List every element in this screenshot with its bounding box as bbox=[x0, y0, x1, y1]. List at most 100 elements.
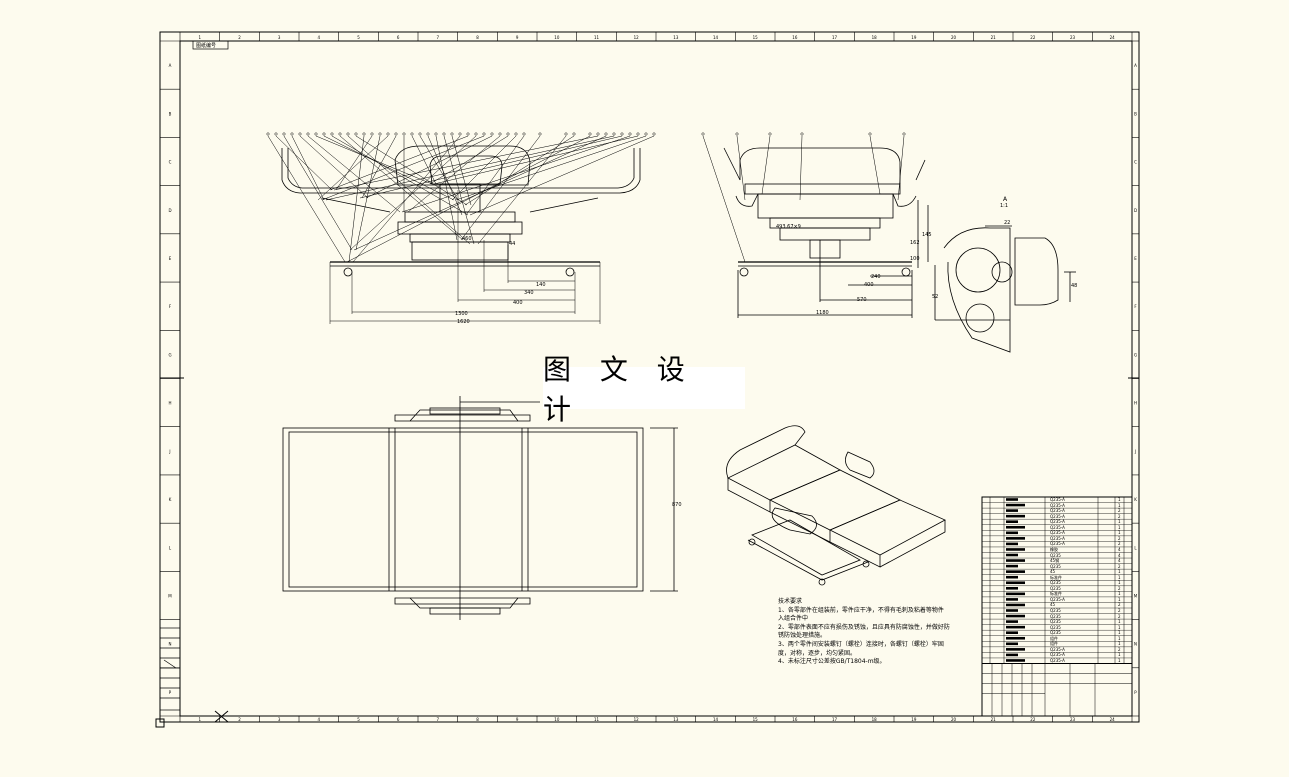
zone-number-bottom: 9 bbox=[516, 717, 519, 722]
plan-top-view bbox=[282, 396, 678, 620]
bom-qty-cell: 1 bbox=[1118, 519, 1121, 525]
bom-material-cell: Q235 bbox=[1050, 624, 1061, 630]
bom-material-cell: 组件 bbox=[1050, 635, 1058, 641]
bom-material-cell: 45钢 bbox=[1050, 558, 1060, 564]
zone-number-top: 20 bbox=[951, 35, 957, 40]
zone-letter-left: N bbox=[169, 642, 172, 647]
bom-qty-cell: 1 bbox=[1118, 652, 1121, 658]
zone-letter-left: A bbox=[169, 63, 172, 68]
bom-material-cell: Q235-A bbox=[1050, 524, 1065, 530]
bom-qty-cell: 2 bbox=[1118, 541, 1121, 547]
technical-requirements: 技术要求 1、各零部件在组装前，零件应干净，不得有毛刺及粘着等物件 入组合件中 … bbox=[778, 598, 950, 667]
dimension-label: 100 bbox=[910, 256, 920, 262]
dimension-label: 1300 bbox=[455, 311, 468, 317]
zone-number-top: 23 bbox=[1070, 35, 1076, 40]
zone-number-bottom: 24 bbox=[1110, 717, 1116, 722]
bom-material-cell: Q235 bbox=[1050, 613, 1061, 619]
zone-number-bottom: 3 bbox=[278, 717, 281, 722]
zone-number-top: 9 bbox=[516, 35, 519, 40]
requirement-line: 3、两个零件间安装螺钉（螺栓）连接时，各螺钉（螺栓）牢固 bbox=[778, 640, 944, 648]
bom-qty-cell: 1 bbox=[1118, 596, 1121, 602]
dimension-label: 145 bbox=[922, 232, 932, 238]
zone-number-bottom: 21 bbox=[991, 717, 997, 722]
bom-material-cell: Q235-A bbox=[1050, 530, 1065, 536]
bom-qty-cell: 1 bbox=[1118, 641, 1121, 647]
requirement-line: 入组合件中 bbox=[778, 615, 809, 623]
bom-qty-cell: 2 bbox=[1118, 613, 1121, 619]
bom-material-cell: Q235-A bbox=[1050, 541, 1065, 547]
zone-number-top: 12 bbox=[634, 35, 640, 40]
zone-number-bottom: 2 bbox=[238, 717, 241, 722]
zone-letter-right: G bbox=[1134, 352, 1137, 357]
bom-qty-cell: 4 bbox=[1118, 552, 1121, 558]
bom-qty-cell: 4 bbox=[1118, 558, 1121, 564]
dimension-label: 460 bbox=[462, 236, 472, 242]
balloon-leaders-side bbox=[701, 132, 906, 263]
zone-letter-left: M bbox=[168, 593, 172, 598]
zone-number-bottom: 8 bbox=[476, 717, 479, 722]
technical-requirements-title: 技术要求 bbox=[778, 598, 803, 605]
requirement-line: 2、零部件表面不应有损伤及锈蚀，且应具有防腐蚀性，并做好防 bbox=[778, 623, 950, 631]
zone-letter-left: F bbox=[169, 304, 172, 309]
bom-qty-cell: 1 bbox=[1118, 574, 1121, 580]
zone-letter-right: E bbox=[1134, 256, 1137, 261]
zone-number-top: 5 bbox=[357, 35, 360, 40]
zone-number-bottom: 5 bbox=[357, 717, 360, 722]
zone-letter-left: P bbox=[169, 690, 172, 695]
zone-number-bottom: 18 bbox=[872, 717, 878, 722]
zone-number-bottom: 14 bbox=[713, 717, 719, 722]
dimension-label: 1620 bbox=[457, 319, 470, 325]
balloon-leaders-front bbox=[266, 132, 656, 263]
zone-number-bottom: 12 bbox=[634, 717, 640, 722]
zone-number-bottom: 16 bbox=[792, 717, 798, 722]
dimension-label: 400 bbox=[513, 300, 523, 306]
zone-number-top: 14 bbox=[713, 35, 719, 40]
detail-view-scale: 1:1 bbox=[1000, 203, 1009, 209]
bom-qty-cell: 1 bbox=[1118, 530, 1121, 536]
zone-letter-right: H bbox=[1134, 401, 1137, 406]
bom-qty-cell: 2 bbox=[1118, 508, 1121, 514]
isometric-view bbox=[726, 425, 946, 586]
bom-qty-cell: 1 bbox=[1118, 502, 1121, 508]
dimension-label: 1180 bbox=[816, 310, 829, 316]
dimension-label: 570 bbox=[857, 297, 867, 303]
zone-number-bottom: 1 bbox=[199, 717, 202, 722]
zone-number-top: 3 bbox=[278, 35, 281, 40]
bom-qty-cell: 2 bbox=[1118, 602, 1121, 608]
dimension-label: 240 bbox=[871, 274, 881, 280]
requirement-line: 度，对称，逐步，均匀紧固。 bbox=[778, 649, 857, 657]
bom-material-cell: Q235-A bbox=[1050, 646, 1065, 652]
zone-number-top: 2 bbox=[238, 35, 241, 40]
bill-of-materials-grid bbox=[981, 496, 1133, 717]
bom-material-cell: Q235 bbox=[1050, 630, 1061, 636]
requirement-line: 锈防蚀处理措施。 bbox=[778, 632, 827, 640]
zone-number-bottom: 4 bbox=[318, 717, 321, 722]
bom-qty-cell: 2 bbox=[1118, 513, 1121, 519]
bom-material-cell: Q235-A bbox=[1050, 513, 1065, 519]
drawing-number-box bbox=[192, 40, 229, 50]
zone-letter-left: C bbox=[169, 160, 172, 165]
bom-material-cell: Q235 bbox=[1050, 580, 1061, 586]
zone-letter-right: J bbox=[1134, 449, 1136, 454]
zone-number-top: 15 bbox=[753, 35, 759, 40]
zone-letter-right: B bbox=[1134, 111, 1137, 116]
zone-number-top: 22 bbox=[1030, 35, 1036, 40]
zone-number-top: 6 bbox=[397, 35, 400, 40]
front-dimension-lines bbox=[329, 190, 601, 324]
bom-qty-cell: 1 bbox=[1118, 580, 1121, 586]
zone-number-top: 17 bbox=[832, 35, 838, 40]
zone-number-top: 11 bbox=[594, 35, 600, 40]
zone-number-top: 18 bbox=[872, 35, 878, 40]
zone-number-top: 21 bbox=[991, 35, 997, 40]
dimension-label: 162 bbox=[910, 240, 920, 246]
bom-qty-cell: 1 bbox=[1118, 569, 1121, 575]
bom-material-cell: Q235-A bbox=[1050, 508, 1065, 514]
dimension-label: 44 bbox=[509, 241, 516, 247]
bom-material-cell: Q235-A bbox=[1050, 535, 1065, 541]
zone-number-bottom: 22 bbox=[1030, 717, 1036, 722]
zone-number-top: 19 bbox=[911, 35, 917, 40]
bom-material-cell: Q235 bbox=[1050, 619, 1061, 625]
bom-qty-cell: 1 bbox=[1118, 630, 1121, 636]
zone-number-top: 8 bbox=[476, 35, 479, 40]
bom-material-cell: 45 bbox=[1050, 569, 1056, 575]
